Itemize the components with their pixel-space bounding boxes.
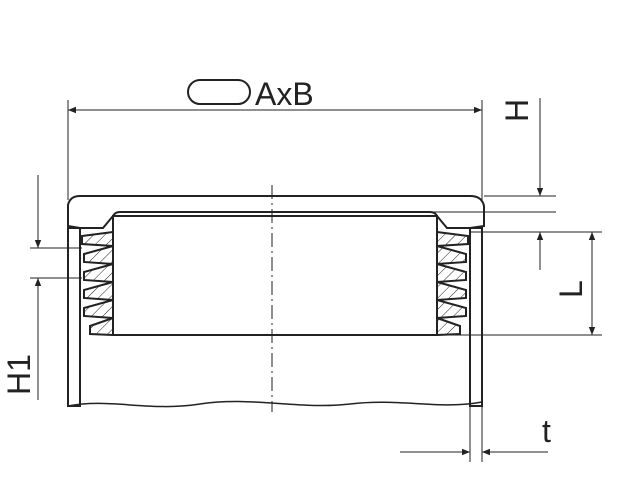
ribs-left — [81, 231, 114, 336]
label-H1: H1 — [1, 354, 37, 395]
label-H: H — [499, 99, 535, 122]
cap-top — [67, 195, 485, 229]
dimension-L: L — [437, 231, 602, 336]
oval-profile-icon — [187, 79, 251, 105]
dimension-H1: H1 — [1, 175, 82, 400]
dimension-AxB: AxB — [67, 76, 483, 200]
dimension-H: H — [430, 98, 556, 270]
break-line — [67, 400, 483, 408]
label-t: t — [542, 413, 551, 449]
plug-body — [112, 215, 438, 336]
dimension-t: t — [400, 406, 551, 462]
pipe — [67, 227, 483, 408]
ribs-right — [436, 231, 469, 336]
label-AxB: AxB — [255, 76, 314, 112]
label-L: L — [553, 280, 589, 298]
